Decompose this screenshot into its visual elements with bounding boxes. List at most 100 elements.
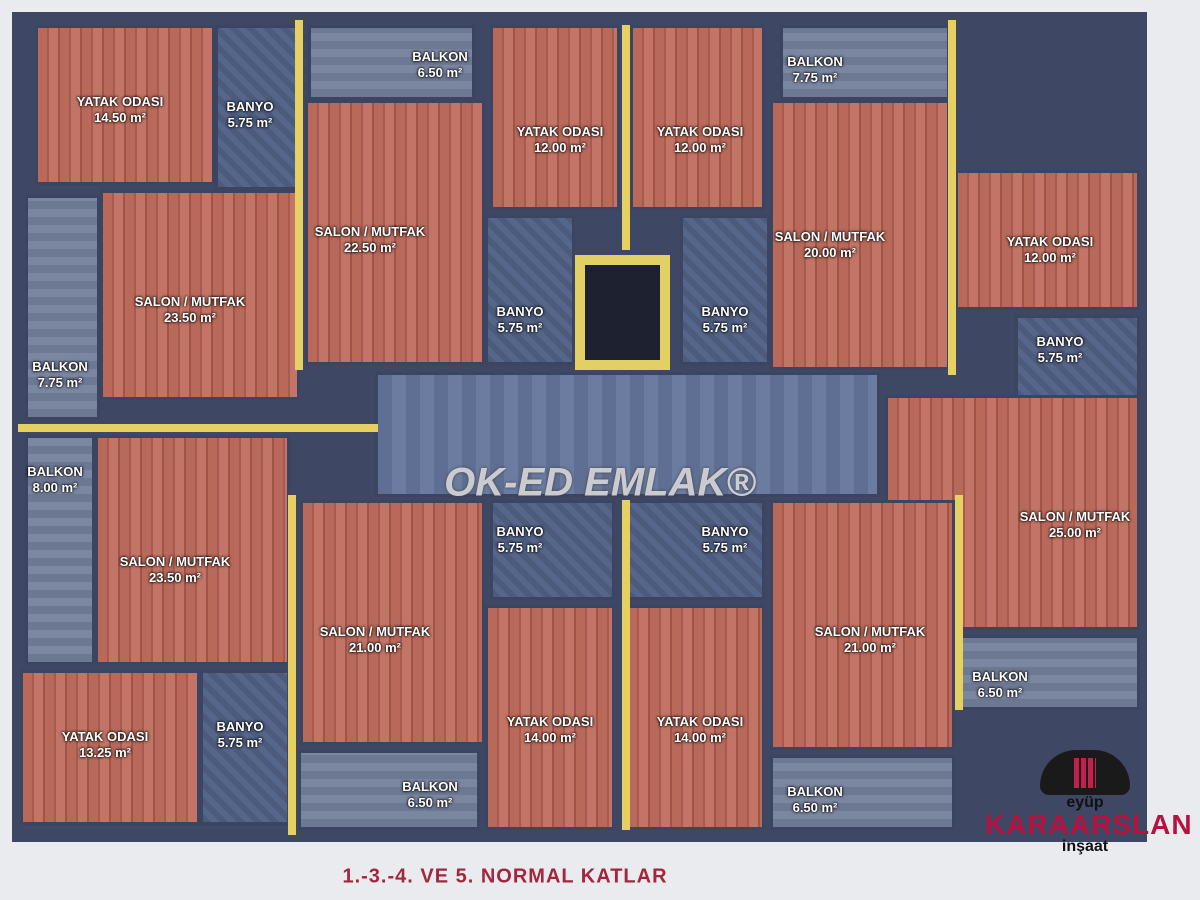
room-name: BANYO bbox=[701, 304, 749, 319]
room-name: YATAK ODASI bbox=[1006, 234, 1094, 249]
room-area: 6.50 m² bbox=[417, 65, 463, 80]
room-area: 14.00 m² bbox=[673, 730, 727, 745]
watermark: OK-ED EMLAK® bbox=[444, 460, 756, 505]
room-area: 5.75 m² bbox=[702, 320, 748, 335]
room bbox=[485, 215, 575, 365]
room-area: 13.25 m² bbox=[78, 745, 132, 760]
room-name: SALON / MUTFAK bbox=[814, 624, 926, 639]
room-area: 12.00 m² bbox=[1023, 250, 1077, 265]
room bbox=[625, 605, 765, 830]
room-area: 5.75 m² bbox=[702, 540, 748, 555]
wall-line bbox=[295, 20, 303, 370]
lion-logo-icon bbox=[1040, 750, 1130, 795]
room-area: 21.00 m² bbox=[348, 640, 402, 655]
room bbox=[300, 500, 485, 745]
room-name: BANYO bbox=[216, 719, 264, 734]
wall-line bbox=[622, 25, 630, 250]
room-area: 21.00 m² bbox=[843, 640, 897, 655]
room bbox=[770, 500, 955, 750]
wall-line bbox=[622, 500, 630, 830]
room-area: 7.75 m² bbox=[37, 375, 83, 390]
room-name: YATAK ODASI bbox=[76, 94, 164, 109]
room bbox=[25, 435, 95, 665]
wall-line bbox=[948, 20, 956, 375]
room-name: SALON / MUTFAK bbox=[774, 229, 886, 244]
wall-line bbox=[955, 495, 963, 710]
room-name: BANYO bbox=[1036, 334, 1084, 349]
room-name: SALON / MUTFAK bbox=[1019, 509, 1131, 524]
room bbox=[770, 755, 955, 830]
room-area: 5.75 m² bbox=[497, 540, 543, 555]
room-area: 5.75 m² bbox=[1037, 350, 1083, 365]
plan-title: 1.-3.-4. VE 5. NORMAL KATLAR bbox=[342, 865, 668, 888]
room bbox=[95, 435, 290, 665]
room bbox=[955, 170, 1140, 310]
room-area: 23.50 m² bbox=[163, 310, 217, 325]
room bbox=[490, 500, 615, 600]
logo-main: KARAARSLAN bbox=[985, 809, 1193, 840]
room bbox=[490, 25, 620, 210]
room bbox=[35, 25, 215, 185]
room-name: BANYO bbox=[496, 524, 544, 539]
room-area: 6.50 m² bbox=[977, 685, 1023, 700]
room-area: 6.50 m² bbox=[407, 795, 453, 810]
room bbox=[780, 25, 950, 100]
elevator bbox=[575, 255, 670, 370]
room bbox=[25, 195, 100, 420]
room bbox=[485, 605, 615, 830]
room-name: BALKON bbox=[787, 784, 843, 799]
room-name: BALKON bbox=[787, 54, 843, 69]
room-area: 5.75 m² bbox=[497, 320, 543, 335]
room-area: 25.00 m² bbox=[1048, 525, 1102, 540]
company-logo: eyüp KARAARSLAN inşaat bbox=[985, 745, 1193, 865]
room-name: BALKON bbox=[32, 359, 88, 374]
room-name: SALON / MUTFAK bbox=[319, 624, 431, 639]
logo-top: eyüp bbox=[1066, 794, 1104, 811]
room-name: BALKON bbox=[402, 779, 458, 794]
room-area: 8.00 m² bbox=[32, 480, 78, 495]
room-area: 20.00 m² bbox=[803, 245, 857, 260]
room bbox=[308, 25, 475, 100]
room-name: YATAK ODASI bbox=[506, 714, 594, 729]
room bbox=[630, 25, 765, 210]
room-name: YATAK ODASI bbox=[516, 124, 604, 139]
logo-bottom: inşaat bbox=[1061, 838, 1109, 855]
room-name: BALKON bbox=[972, 669, 1028, 684]
room-name: YATAK ODASI bbox=[656, 124, 744, 139]
room-name: BANYO bbox=[701, 524, 749, 539]
room-name: SALON / MUTFAK bbox=[119, 554, 231, 569]
room-area: 12.00 m² bbox=[533, 140, 587, 155]
room bbox=[770, 100, 950, 370]
room-area: 22.50 m² bbox=[343, 240, 397, 255]
room-area: 14.00 m² bbox=[523, 730, 577, 745]
room-name: YATAK ODASI bbox=[61, 729, 149, 744]
room-area: 12.00 m² bbox=[673, 140, 727, 155]
room bbox=[215, 25, 300, 190]
room bbox=[298, 750, 480, 830]
room-name: BANYO bbox=[496, 304, 544, 319]
room-name: SALON / MUTFAK bbox=[314, 224, 426, 239]
room bbox=[305, 100, 485, 365]
room-area: 6.50 m² bbox=[792, 800, 838, 815]
